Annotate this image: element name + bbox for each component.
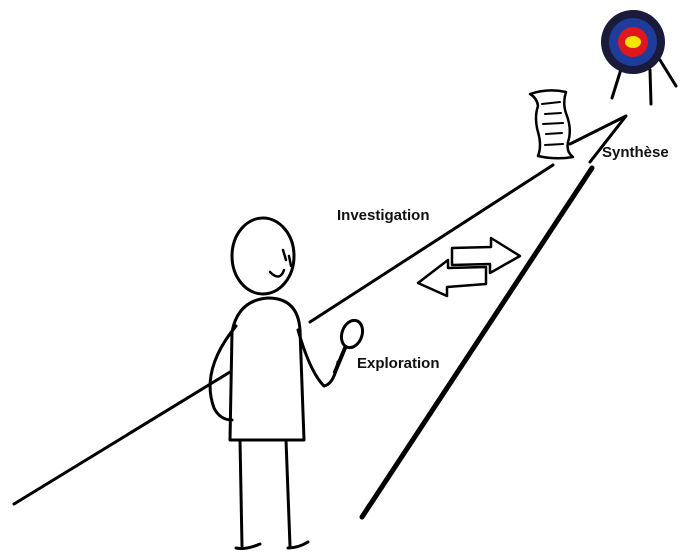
- label-investigation: Investigation: [337, 207, 430, 224]
- target-ring-yellow: [625, 36, 641, 48]
- stick-person-icon: [210, 218, 338, 549]
- person-body: [230, 298, 304, 440]
- target-icon: [601, 10, 676, 104]
- document-icon: [530, 90, 573, 158]
- label-synthese: Synthèse: [602, 144, 669, 161]
- label-exploration: Exploration: [357, 355, 440, 372]
- bidirectional-arrows-icon: [418, 238, 520, 296]
- road-left-edge: [14, 165, 553, 504]
